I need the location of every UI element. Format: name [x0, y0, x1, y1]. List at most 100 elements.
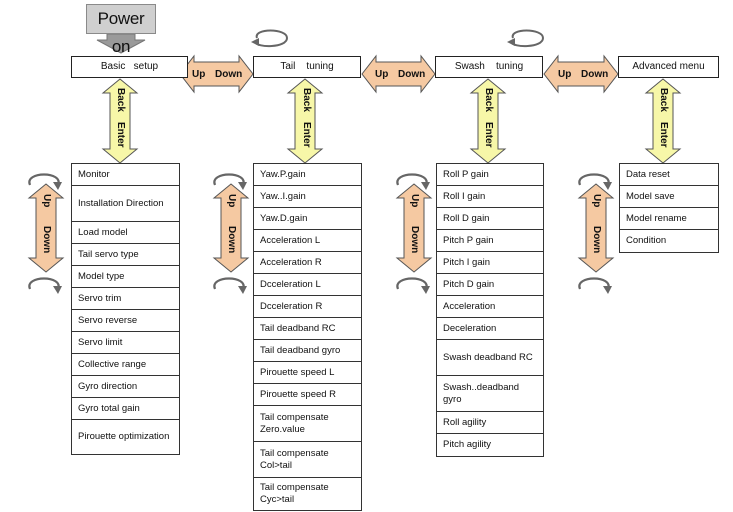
advanced-menu-item: Model rename [620, 208, 718, 230]
connector-3-down-label: Down [581, 69, 609, 80]
basic-setup-menu-item: Collective range [72, 354, 179, 376]
side-up-label-2: Up [226, 194, 237, 208]
basic-setup-menu-item: Tail servo type [72, 244, 179, 266]
loop-arrow-bottom-icon-4-head [603, 286, 612, 294]
basic-setup-menu-item: Load model [72, 222, 179, 244]
basic-setup-menu-item: Gyro direction [72, 376, 179, 398]
loop-arrow-top-icon-2 [213, 173, 245, 186]
header-tail-tuning: Tail tuning [253, 56, 361, 78]
basic-setup-menu-item: Servo trim [72, 288, 179, 310]
connector-2-down-label: Down [398, 69, 426, 80]
swash-tuning-menu-item: Roll P gain [437, 164, 543, 186]
loop-arrow-bottom-icon-1-head [53, 286, 62, 294]
back-label-4: Back [658, 88, 669, 112]
side-up-down-arrow-icon-1 [27, 183, 65, 273]
connector-1-down-label: Down [215, 69, 243, 80]
basic-setup-menu-item: Installation Direction [72, 186, 179, 222]
loop-arrow-top-icon-3-head [421, 182, 430, 190]
swash-tuning-menu-item: Roll agility [437, 412, 543, 434]
tail-tuning-menu-item: Acceleration R [254, 252, 361, 274]
swash-tuning-menu-item: Pitch I gain [437, 252, 543, 274]
tail-tuning-menu-item: Tail deadband RC [254, 318, 361, 340]
tail-tuning-menu-item: Pirouette speed R [254, 384, 361, 406]
connector-2-up-label: Up [375, 69, 389, 80]
basic-setup-menu-item: Monitor [72, 164, 179, 186]
loop-arrow-bottom-icon-3-head [421, 286, 430, 294]
loop-arrow-bottom-icon-3 [396, 277, 428, 290]
swash-tuning-menu-item: Pitch P gain [437, 230, 543, 252]
tail-tuning-menu-item: Tail deadband gyro [254, 340, 361, 362]
tail-tuning-menu-item: Yaw.D.gain [254, 208, 361, 230]
loop-arrow-bottom-icon-2 [213, 277, 245, 290]
side-down-label-4: Down [591, 226, 602, 254]
enter-label-4: Enter [658, 122, 669, 148]
swash-tuning-menu-item: Pitch D gain [437, 274, 543, 296]
loop-arrow-top-icon-4-head [603, 182, 612, 190]
basic-setup-menu-item: Pirouette optimization [78, 431, 170, 442]
tail-tuning-menu-item: Tail compensate Cyc>tail [260, 482, 329, 505]
loop-arrow-bottom-icon-2-head [238, 286, 247, 294]
side-down-label-2: Down [226, 226, 237, 254]
loop-arrow-bottom-icon-1 [28, 277, 60, 290]
side-down-label-3: Down [409, 226, 420, 254]
side-up-down-arrow-icon-2 [212, 183, 250, 273]
tail-loop-arrow-icon-head [251, 38, 259, 46]
swash-tuning-menu-item: Swash deadband RC [437, 340, 543, 376]
side-up-label-1: Up [41, 194, 52, 208]
basic-setup-menu-item: Model type [72, 266, 179, 288]
power-on-down-arrow-icon [96, 33, 146, 54]
swash-loop-arrow-icon [510, 29, 545, 48]
swash-tuning-menu-item: Roll I gain [437, 186, 543, 208]
side-up-label-4: Up [591, 194, 602, 208]
basic-setup-menu-item: Gyro total gain [72, 398, 179, 420]
tail-tuning-menu-item: Yaw..I.gain [254, 186, 361, 208]
basic-setup-menu-item: Servo limit [72, 332, 179, 354]
tail-loop-arrow-icon [254, 29, 289, 48]
swash-tuning-menu-item: Acceleration [437, 296, 543, 318]
side-down-label-1: Down [41, 226, 52, 254]
connector-3-up-label: Up [558, 69, 572, 80]
loop-arrow-bottom-icon-4 [578, 277, 610, 290]
loop-arrow-top-icon-1 [28, 173, 60, 186]
tail-tuning-menu-item: Tail compensate Zero.value [254, 406, 361, 442]
loop-arrow-top-icon-1-head [53, 182, 62, 190]
power-on-box: Power on [86, 4, 156, 56]
swash-tuning-menu-item: Swash..deadband gyro [437, 376, 543, 412]
side-up-down-arrow-icon-3 [395, 183, 433, 273]
tail-tuning-menu-item: Dcceleration L [254, 274, 361, 296]
back-label-3: Back [483, 88, 494, 112]
tail-tuning-menu-item: Tail compensate Col>tail [254, 442, 361, 478]
advanced-menu-item: Data reset [620, 164, 718, 186]
enter-label-1: Enter [115, 122, 126, 148]
enter-label-3: Enter [483, 122, 494, 148]
swash-loop-arrow-icon-head [507, 38, 515, 46]
back-label-2: Back [301, 88, 312, 112]
header-advanced-menu: Advanced menu [618, 56, 719, 78]
tail-tuning-menu-item: Yaw.P.gain [254, 164, 361, 186]
loop-arrow-top-icon-2-head [238, 182, 247, 190]
basic-setup-menu-item: Servo reverse [72, 310, 179, 332]
swash-tuning-menu-item: Deceleration [437, 318, 543, 340]
swash-tuning-menu-item: Roll D gain [437, 208, 543, 230]
advanced-menu-item: Model save [620, 186, 718, 208]
header-basic-setup: Basic setup [71, 56, 188, 78]
loop-arrow-top-icon-4 [578, 173, 610, 186]
tail-tuning-menu-item: Pirouette speed L [254, 362, 361, 384]
side-up-label-3: Up [409, 194, 420, 208]
enter-label-2: Enter [301, 122, 312, 148]
advanced-menu-item: Condition [626, 235, 667, 246]
loop-arrow-top-icon-3 [396, 173, 428, 186]
header-swash-tuning: Swash tuning [435, 56, 543, 78]
tail-tuning-menu-item: Dcceleration R [254, 296, 361, 318]
connector-1-up-label: Up [192, 69, 206, 80]
side-up-down-arrow-icon-4 [577, 183, 615, 273]
tail-tuning-menu-item: Acceleration L [254, 230, 361, 252]
swash-tuning-menu-item: Pitch agility [443, 439, 492, 450]
back-label-1: Back [115, 88, 126, 112]
